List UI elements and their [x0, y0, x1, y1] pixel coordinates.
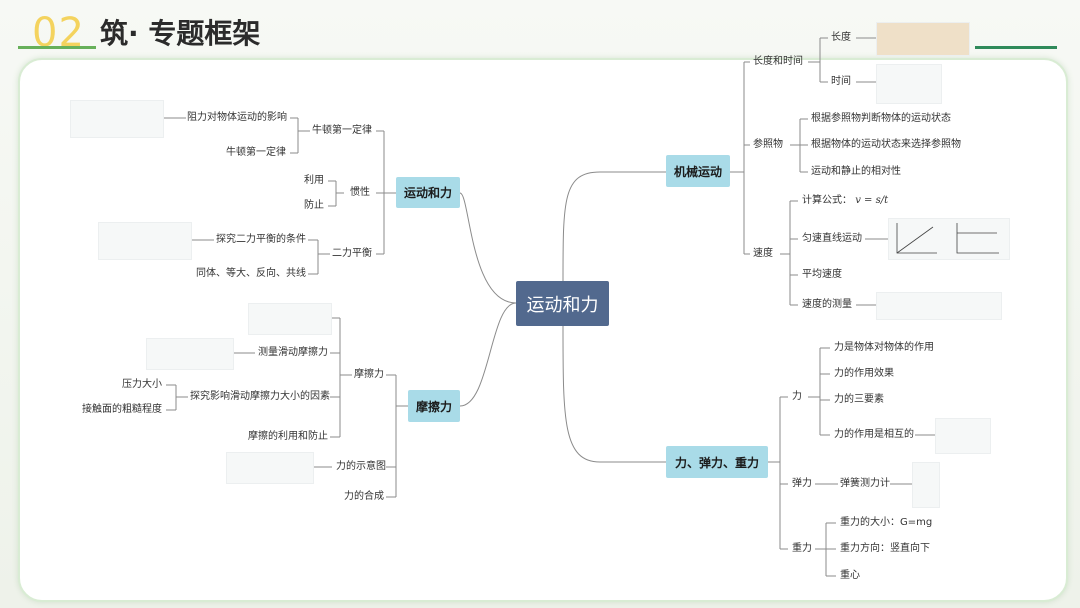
pulling-cart-image	[226, 452, 314, 484]
incline-image	[876, 292, 1002, 320]
section-number: 02	[32, 10, 85, 56]
content-card	[18, 58, 1068, 602]
node-uniform-motion: 匀速直线运动	[802, 233, 862, 244]
node-force-4: 力的作用是相互的	[834, 429, 914, 440]
node-force: 力	[792, 391, 802, 402]
center-topic: 运动和力	[516, 281, 609, 326]
node-force-1: 力是物体对物体的作用	[834, 342, 934, 353]
node-reference-2: 根据物体的运动状态来选择参照物	[811, 139, 961, 150]
node-measure-friction: 测量滑动摩擦力	[258, 347, 328, 358]
node-friction-use: 摩擦的利用和防止	[248, 431, 328, 442]
node-average-speed: 平均速度	[802, 269, 842, 280]
friction-measure-image	[146, 338, 234, 370]
friction-table-image	[248, 303, 332, 335]
motion-graphs-image	[888, 218, 1010, 260]
node-balance-rule: 同体、等大、反向、共线	[196, 268, 306, 279]
node-pressure: 压力大小	[122, 379, 162, 390]
node-gravity-2: 重力方向：竖直向下	[840, 543, 930, 554]
skater-image	[935, 418, 991, 454]
node-length-time: 长度和时间	[753, 56, 803, 67]
node-gravity-3: 重心	[840, 570, 860, 581]
node-friction: 摩擦力	[354, 369, 384, 380]
node-force-composition: 力的合成	[344, 491, 384, 502]
node-spring-scale: 弹簧测力计	[840, 478, 890, 489]
node-reference-1: 根据参照物判断物体的运动状态	[811, 113, 951, 124]
node-use: 利用	[304, 175, 324, 186]
header-underline	[18, 46, 96, 49]
node-balance: 二力平衡	[332, 248, 372, 259]
header-right-line	[975, 46, 1057, 49]
formula-label: 计算公式：	[802, 195, 852, 206]
node-speed: 速度	[753, 248, 773, 259]
branch-motion-force: 运动和力	[396, 177, 460, 208]
page-title: 筑· 专题框架	[100, 17, 261, 50]
node-length: 长度	[831, 32, 851, 43]
node-gravity-1: 重力的大小：G=mg	[840, 517, 933, 528]
node-inertia: 惯性	[350, 187, 370, 198]
node-speed-formula: 计算公式： v = s/t	[802, 194, 888, 208]
node-newton-law: 牛顿第一定律	[312, 125, 372, 136]
branch-friction: 摩擦力	[408, 390, 460, 422]
branch-force-elastic-gravity: 力、弹力、重力	[666, 446, 768, 478]
node-friction-factors: 探究影响滑动摩擦力大小的因素	[190, 391, 330, 402]
branch-mechanical-motion: 机械运动	[666, 155, 730, 187]
balance-experiment-image	[98, 222, 192, 260]
node-reference: 参照物	[753, 139, 783, 150]
cart-ramp-image	[70, 100, 164, 138]
motion-graphs-svg	[896, 223, 999, 254]
node-newton-law-2: 牛顿第一定律	[226, 147, 286, 158]
node-reference-3: 运动和静止的相对性	[811, 166, 901, 177]
spring-scale-image	[912, 462, 940, 508]
node-force-3: 力的三要素	[834, 394, 884, 405]
node-force-2: 力的作用效果	[834, 368, 894, 379]
node-speed-measure: 速度的测量	[802, 299, 852, 310]
node-balance-condition: 探究二力平衡的条件	[216, 234, 306, 245]
ruler-image	[876, 22, 970, 56]
node-gravity: 重力	[792, 543, 812, 554]
formula-math: v = s/t	[855, 195, 889, 206]
node-force-diagram: 力的示意图	[336, 461, 386, 472]
node-time: 时间	[831, 76, 851, 87]
node-prevent: 防止	[304, 200, 324, 211]
node-resistance-effect: 阻力对物体运动的影响	[187, 112, 287, 123]
stopwatch-image	[876, 64, 942, 104]
node-roughness: 接触面的粗糙程度	[82, 404, 162, 415]
node-elastic: 弹力	[792, 478, 812, 489]
